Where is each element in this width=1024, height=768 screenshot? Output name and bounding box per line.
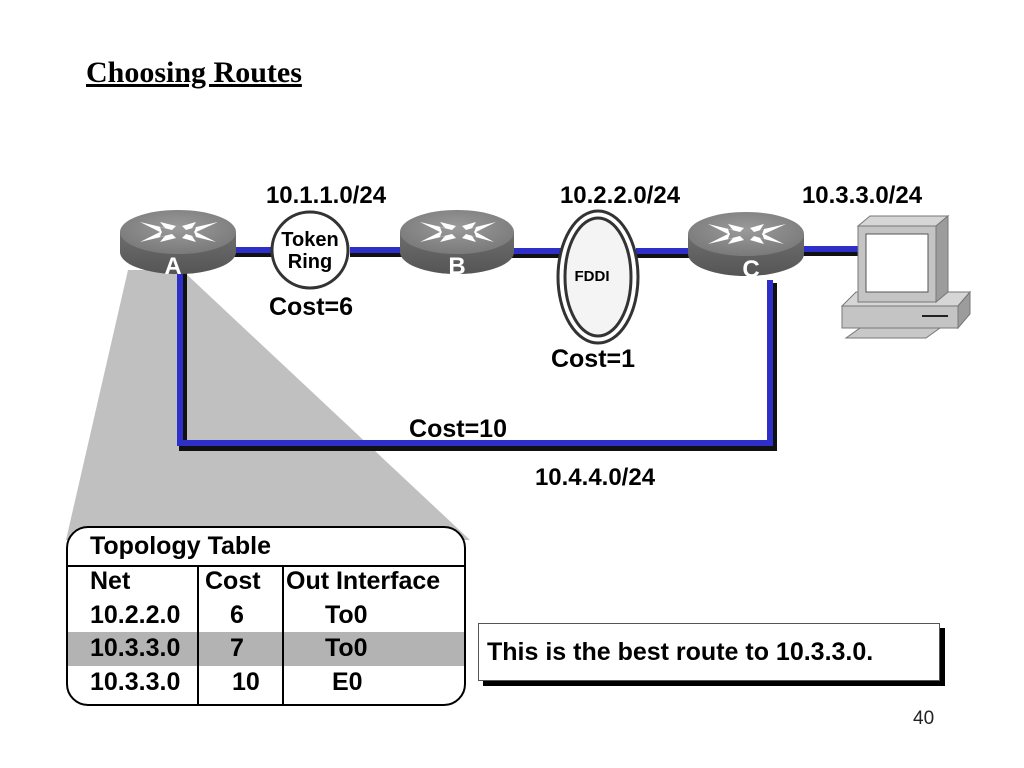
table-header-row: Net Cost Out Interface	[68, 565, 464, 599]
callout-wedge	[66, 270, 470, 540]
table-row: 10.2.2.0 6 To0	[68, 599, 464, 633]
router-arrows-icon	[420, 222, 496, 242]
subnet-label-10-2-2-0: 10.2.2.0/24	[560, 182, 681, 209]
router-b-label: B	[448, 253, 465, 280]
subnet-label-10-3-3-0: 10.3.3.0/24	[802, 182, 923, 209]
cell-cost: 10	[232, 668, 260, 696]
cell-iface: E0	[332, 668, 363, 696]
cell-iface: To0	[325, 634, 368, 662]
router-c: C	[688, 212, 804, 283]
fddi-ring-segment: FDDI	[556, 209, 640, 345]
slide-title: Choosing Routes	[86, 56, 302, 89]
topology-table: Topology Table Net Cost Out Interface 10…	[66, 526, 466, 706]
router-arrows-icon	[708, 224, 786, 244]
cost-label-token-ring: Cost=6	[269, 293, 353, 321]
cell-cost: 6	[230, 601, 244, 629]
token-ring-label-2: Ring	[288, 251, 332, 273]
token-ring-segment: Token Ring	[270, 210, 350, 290]
router-c-label: C	[742, 256, 759, 283]
fddi-label: FDDI	[575, 268, 610, 285]
cell-cost: 7	[230, 634, 244, 662]
cell-net: 10.2.2.0	[90, 601, 181, 629]
column-divider	[197, 565, 199, 704]
router-a-label: A	[164, 253, 181, 280]
column-header-net: Net	[90, 567, 131, 595]
best-route-callout: This is the best route to 10.3.3.0.	[478, 623, 940, 681]
link-a-c	[177, 270, 773, 446]
cost-label-direct-link: Cost=10	[409, 415, 507, 443]
router-a: A	[120, 210, 236, 280]
token-ring-label-1: Token	[281, 229, 338, 251]
subnet-label-10-1-1-0: 10.1.1.0/24	[266, 182, 387, 209]
table-row-highlighted: 10.3.3.0 7 To0	[68, 632, 464, 666]
cost-label-fddi: Cost=1	[551, 345, 635, 373]
table-divider	[68, 565, 464, 567]
links	[177, 246, 862, 451]
router-b: B	[400, 210, 514, 280]
router-arrows-icon	[140, 222, 218, 242]
callout-text: This is the best route to 10.3.3.0.	[487, 638, 874, 666]
host-computer-icon	[840, 214, 972, 339]
cell-net: 10.3.3.0	[90, 634, 181, 662]
topology-table-title: Topology Table	[90, 532, 272, 560]
cell-iface: To0	[325, 601, 368, 629]
column-header-cost: Cost	[205, 567, 261, 595]
cell-net: 10.3.3.0	[90, 668, 181, 696]
page-number: 40	[913, 708, 935, 729]
column-header-out-interface: Out Interface	[286, 567, 441, 595]
table-row: 10.3.3.0 10 E0	[68, 666, 464, 700]
column-divider	[282, 565, 284, 704]
subnet-label-10-4-4-0: 10.4.4.0/24	[535, 464, 656, 491]
